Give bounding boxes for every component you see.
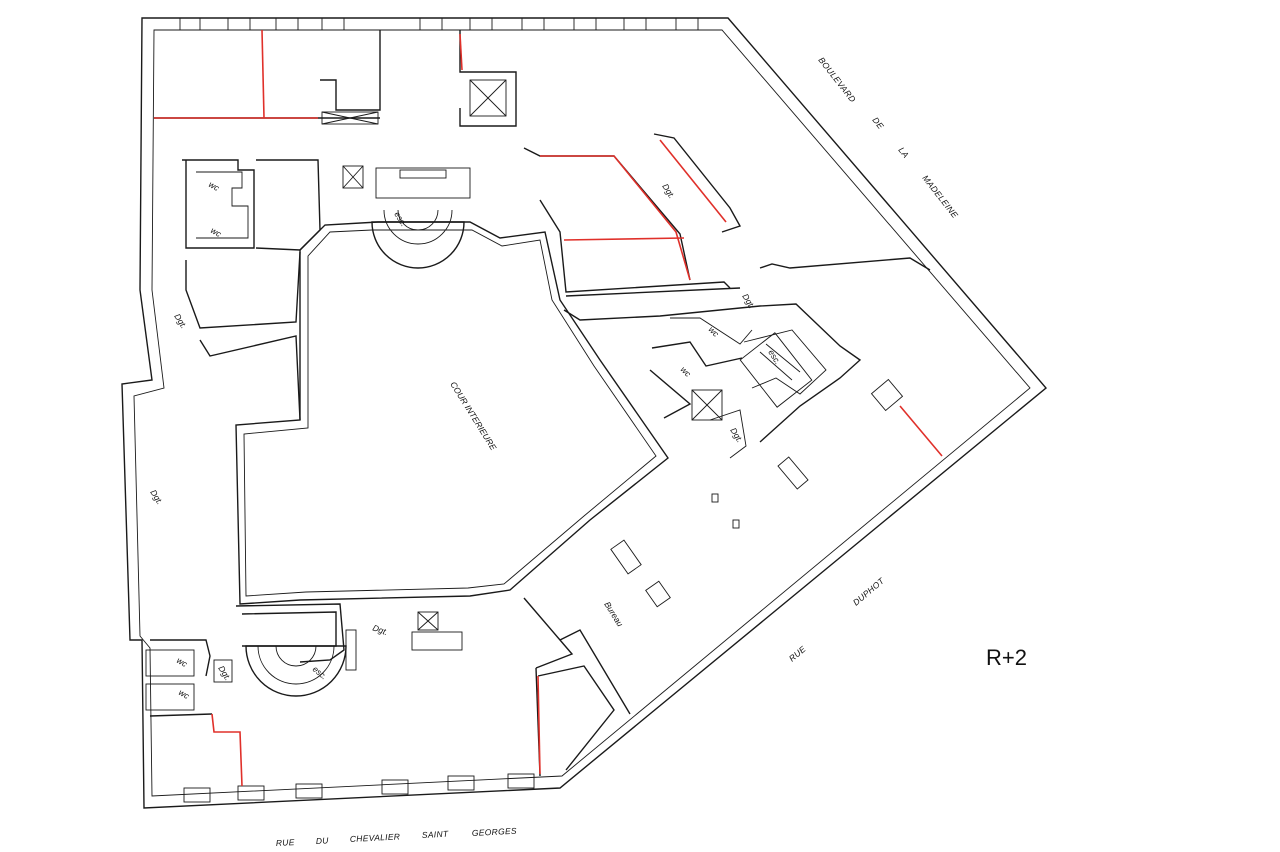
room-labels: COUR INTERIEURE Bureau Dgt. Dgt. Dgt. Dg… xyxy=(148,179,783,701)
wc-label-1: wc xyxy=(207,179,222,193)
partition-walls xyxy=(145,30,931,777)
corridor-label-1: Dgt. xyxy=(660,182,677,201)
wc-label-5: wc xyxy=(175,655,190,669)
wc-label-3: wc xyxy=(707,324,722,339)
corridor-label-6: Dgt. xyxy=(371,622,389,637)
new-partitions xyxy=(154,29,943,787)
street-bottom-word-4: SAINT xyxy=(422,829,450,840)
street-bottom-word-1: RUE xyxy=(276,837,295,848)
street-right-bottom-word-2: DUPHOT xyxy=(851,575,887,607)
street-right-top-word-1: BOULEVARD xyxy=(816,55,858,104)
stair-label-1: esc. xyxy=(392,210,409,229)
level-label: R+2 xyxy=(986,645,1027,670)
courtyard-walls xyxy=(235,221,669,605)
street-bottom-word-3: CHEVALIER xyxy=(350,831,401,844)
street-right-bottom-word-1: RUE xyxy=(787,644,808,664)
corridor-label-3: Dgt. xyxy=(728,426,745,445)
wc-label-4: wc xyxy=(679,364,694,379)
corridor-label-5: Dgt. xyxy=(148,488,165,507)
street-right-top-word-4: MADELEINE xyxy=(920,173,960,220)
stair-label-2: esc. xyxy=(766,348,783,367)
spiral-stair-top xyxy=(371,167,471,269)
street-labels: RUE DU CHEVALIER SAINT GEORGES BOULEVARD… xyxy=(276,55,961,848)
stair-label-3: esc. xyxy=(311,664,329,682)
street-right-top-word-2: DE xyxy=(870,115,886,131)
wc-label-2: wc xyxy=(209,225,224,239)
street-right-top-word-3: LA xyxy=(896,145,911,160)
corridor-label-4: Dgt. xyxy=(172,312,189,331)
street-bottom-word-5: GEORGES xyxy=(472,826,518,838)
straight-stair xyxy=(739,332,813,408)
courtyard-label: COUR INTERIEURE xyxy=(448,380,498,452)
office-label: Bureau xyxy=(602,600,625,629)
street-bottom-word-2: DU xyxy=(316,835,330,846)
wc-label-6: wc xyxy=(177,687,192,701)
spiral-stair-bottom xyxy=(245,645,347,697)
outer-walls xyxy=(121,17,1047,809)
corridor-label-7: Dgt. xyxy=(216,664,233,683)
